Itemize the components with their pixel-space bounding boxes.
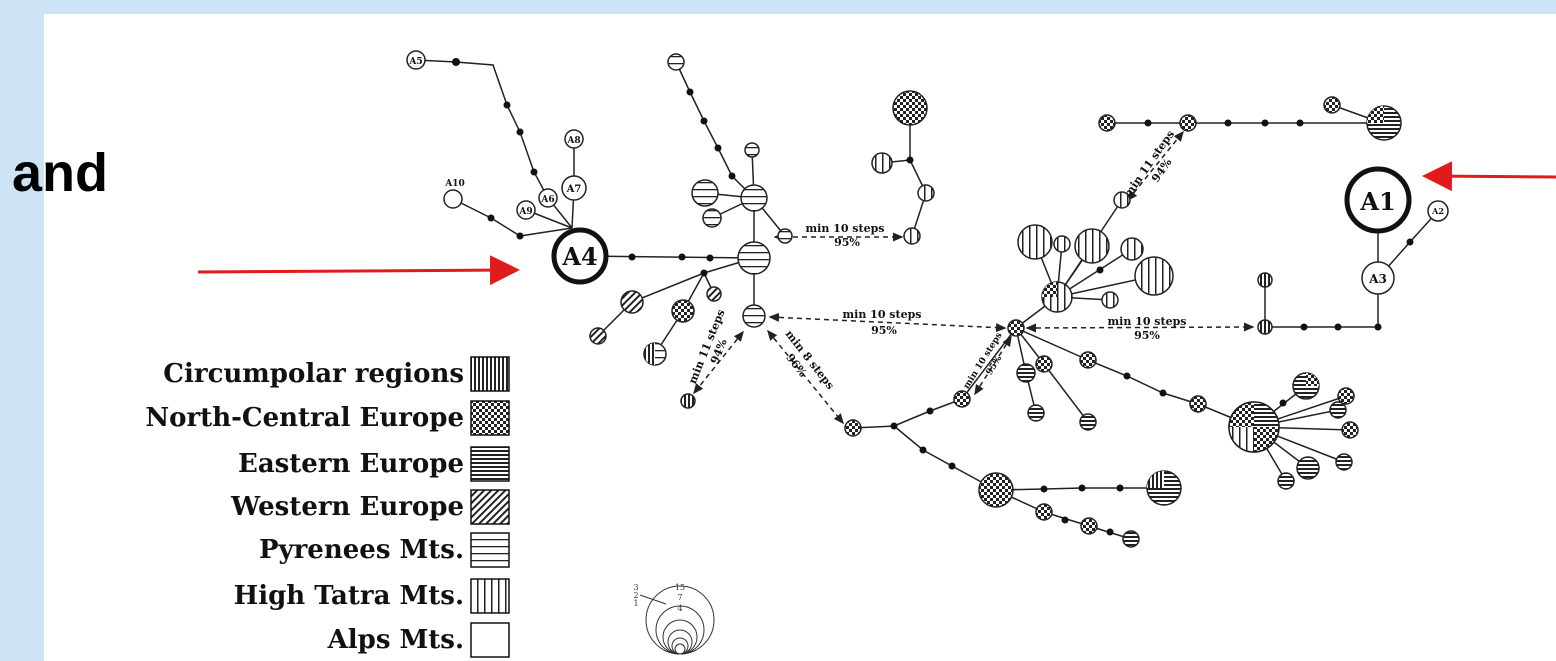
haplotype-label-a7: A7 [566, 184, 582, 195]
red-arrow-a1 [1422, 161, 1556, 192]
legend-item-circumpolar: Circumpolar regions [163, 354, 510, 394]
slide-heading: and [12, 143, 109, 203]
connection-support-label: 95% [834, 236, 860, 249]
legend-label: Western Europe [231, 492, 464, 522]
legend-label: Eastern Europe [238, 449, 464, 479]
legend-item-western: Western Europe [231, 487, 510, 527]
haplotype-label-a10: A10 [444, 179, 465, 189]
scale-label-4: 4 [677, 604, 682, 613]
diagonal-swatch-icon [470, 489, 510, 525]
haplotype-label-a3: A3 [1368, 272, 1387, 286]
haplotype-label-a5: A5 [408, 57, 422, 67]
legend-item-eastern: Eastern Europe [238, 444, 510, 484]
scale-label-2: 2 [633, 591, 638, 600]
median-vector-nodes [452, 58, 1414, 536]
scale-label-1: 1 [633, 599, 638, 608]
scale-label-15: 15 [675, 583, 685, 592]
legend-label: High Tatra Mts. [233, 581, 464, 611]
connection-steps-label: min 10 steps [843, 308, 922, 321]
connection-steps-label: min 10 steps [806, 222, 885, 235]
horizontal-sparse-swatch-icon [470, 532, 510, 568]
legend-label: North-Central Europe [145, 403, 464, 433]
legend-item-pyrenees: Pyrenees Mts. [259, 530, 510, 570]
horizontal-dense-swatch-icon [470, 446, 510, 482]
legend-label: Alps Mts. [327, 625, 464, 655]
scale-label-3: 3 [633, 583, 638, 592]
size-scale-labels: 15 7 4 3 2 1 [633, 583, 685, 613]
haplotype-label-a6: A6 [540, 195, 554, 205]
connection-steps-label: min 10 steps [1108, 315, 1187, 328]
labelled-haplotypes: A5 A8 A7 A6 A9 A10 A4 A1 A3 A2 [406, 50, 1449, 295]
haplotype-circles [443, 53, 1402, 548]
vertical-sparse-swatch-icon [470, 578, 510, 614]
size-scale [639, 585, 715, 655]
connection-support-label: 95% [871, 324, 897, 337]
connection-support-label: 95% [1134, 329, 1160, 342]
scale-label-7: 7 [677, 593, 682, 602]
haplotype-label-a2: A2 [1431, 206, 1444, 216]
legend-label: Pyrenees Mts. [258, 535, 464, 565]
dashed-connections [693, 130, 1255, 425]
legend-label: Circumpolar regions [163, 359, 464, 389]
legend-item-north-central: North-Central Europe [145, 398, 510, 438]
haplotype-label-a9: A9 [518, 207, 532, 217]
haplotype-label-a1: A1 [1359, 187, 1395, 216]
legend-item-high-tatra: High Tatra Mts. [234, 576, 510, 616]
haplotype-label-a8: A8 [566, 136, 580, 146]
vertical-dense-swatch-icon [470, 356, 510, 392]
red-arrow-a4 [197, 255, 520, 286]
haplotype-label-a4: A4 [561, 242, 597, 271]
legend-item-alps: Alps Mts. [328, 620, 510, 660]
checker-swatch-icon [470, 400, 510, 436]
blank-swatch-icon [470, 622, 510, 658]
